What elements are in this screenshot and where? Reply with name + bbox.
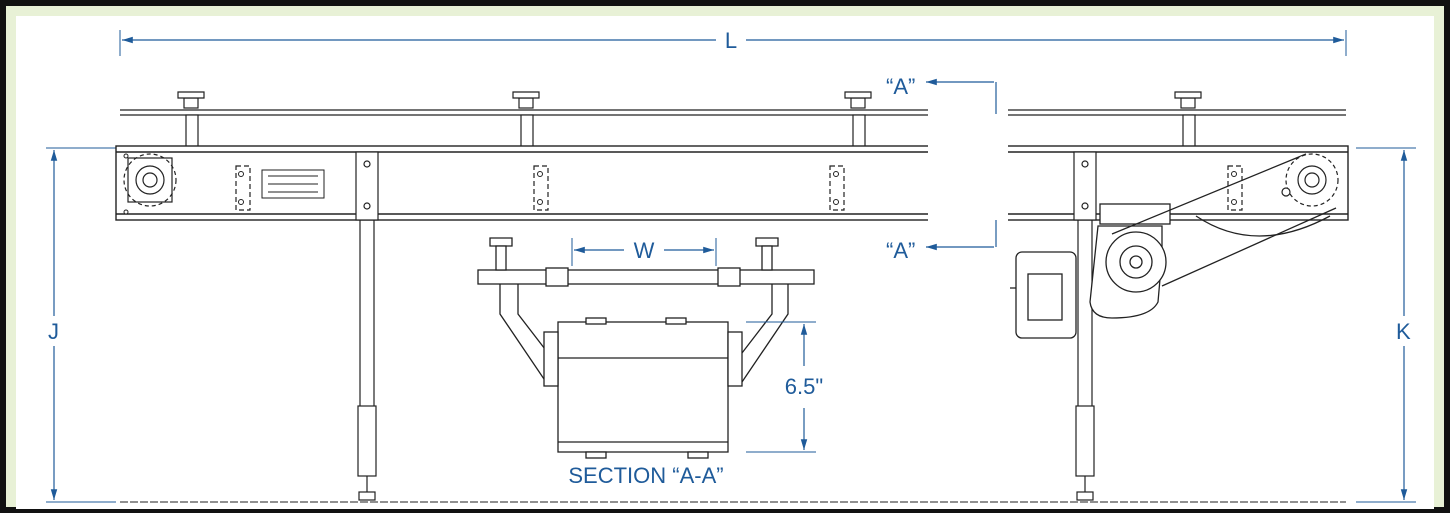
dimension-j: J [46,147,116,503]
section-marker-top: “A” [886,74,997,114]
section-view [477,237,815,459]
support-leg-left [355,151,379,501]
support-leg-right [1073,151,1097,501]
guide-rail [120,109,1346,116]
section-title: SECTION “A-A” [568,463,723,488]
dimension-l-label: L [725,28,737,53]
conveyor-drawing: L J K [46,28,1416,503]
conveyor-frame [115,142,1349,224]
section-marker-top-label: “A” [886,74,915,99]
dimension-depth: 6.5" [746,321,823,453]
dimension-k-label: K [1396,319,1411,344]
bolt-holes [123,153,1237,215]
drive-sprocket [1281,153,1339,207]
mounting-plates [235,165,1243,211]
dimension-j-label: J [48,319,59,344]
dimension-k: K [1356,147,1416,503]
drive-motor [1010,251,1077,339]
nameplate [261,169,325,199]
drive-chain [1111,153,1337,287]
drawing-sheet: L J K [16,16,1434,509]
dimension-l: L [119,28,1347,56]
section-marker-bottom: “A” [886,220,997,263]
idler-sprocket [123,153,177,207]
dimension-depth-label: 6.5" [785,374,823,399]
drive-gearbox [1089,203,1171,319]
dimension-w: W [571,238,717,266]
section-marker-bottom-label: “A” [886,238,915,263]
dimension-w-label: W [634,238,655,263]
